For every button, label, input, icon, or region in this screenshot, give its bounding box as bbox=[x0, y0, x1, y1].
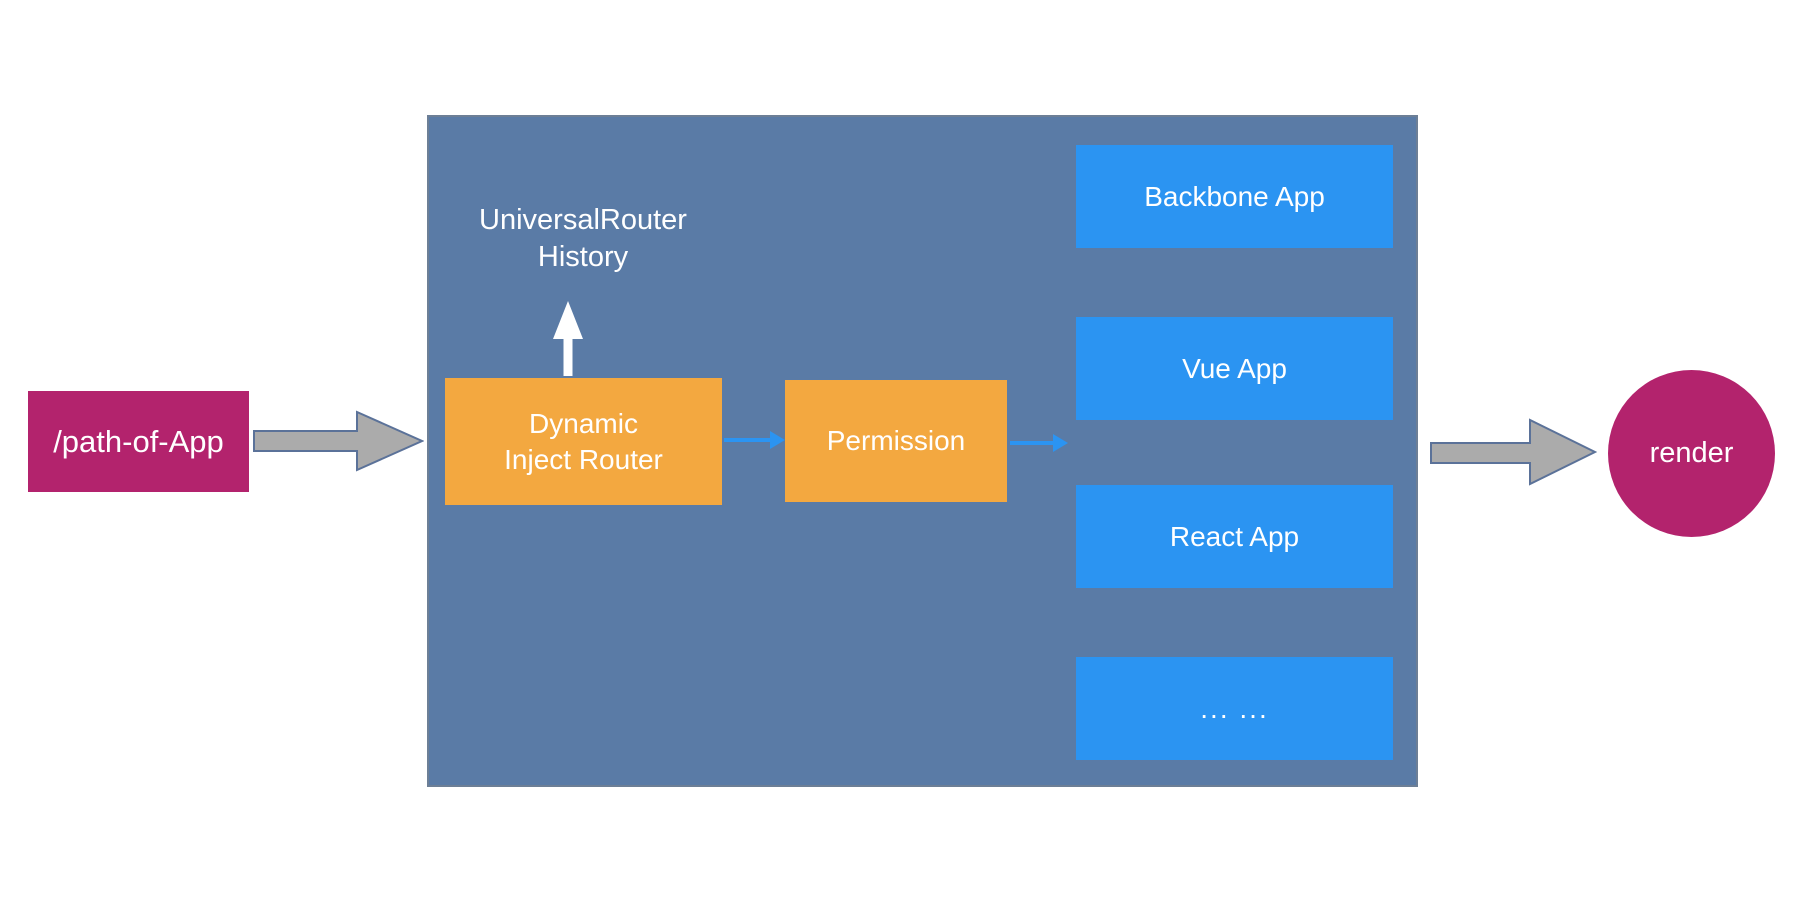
right-arrow-icon bbox=[1430, 418, 1597, 486]
permission-box: Permission bbox=[785, 380, 1007, 502]
arrow-router-to-history bbox=[553, 301, 583, 376]
react-app-label: React App bbox=[1169, 520, 1300, 552]
dynamic-inject-router-label-line2: Inject Router bbox=[504, 443, 663, 475]
dynamic-inject-router-box: Dynamic Inject Router bbox=[445, 378, 722, 505]
app-box-react: React App bbox=[1076, 485, 1393, 588]
right-arrow-icon bbox=[1053, 434, 1068, 452]
app-box-vue: Vue App bbox=[1076, 317, 1393, 420]
arrow-router-to-permission bbox=[724, 431, 785, 449]
right-arrow-icon bbox=[770, 431, 785, 449]
universal-router-history-label: UniversalRouter History bbox=[433, 202, 733, 276]
arrow-container-to-render bbox=[1430, 418, 1597, 486]
permission-label: Permission bbox=[826, 425, 966, 456]
path-of-app-box: /path-of-App bbox=[28, 391, 249, 492]
more-apps-label: ... ... bbox=[1200, 692, 1269, 724]
universal-router-label-line2: History bbox=[537, 241, 629, 273]
backbone-app-label: Backbone App bbox=[1144, 180, 1325, 212]
arrow-input-to-container bbox=[253, 410, 424, 472]
universal-router-label-line1: UniversalRouter bbox=[479, 204, 687, 236]
render-circle: render bbox=[1608, 370, 1775, 537]
path-of-app-label: /path-of-App bbox=[53, 423, 224, 459]
vue-app-label: Vue App bbox=[1182, 352, 1287, 384]
dynamic-inject-router-label-line1: Dynamic bbox=[529, 407, 638, 439]
render-label: render bbox=[1649, 437, 1734, 469]
up-arrow-icon bbox=[553, 301, 583, 376]
app-box-backbone: Backbone App bbox=[1076, 145, 1393, 248]
app-box-more: ... ... bbox=[1076, 657, 1393, 760]
arrow-permission-to-apps bbox=[1010, 434, 1068, 452]
right-arrow-icon bbox=[253, 410, 424, 472]
